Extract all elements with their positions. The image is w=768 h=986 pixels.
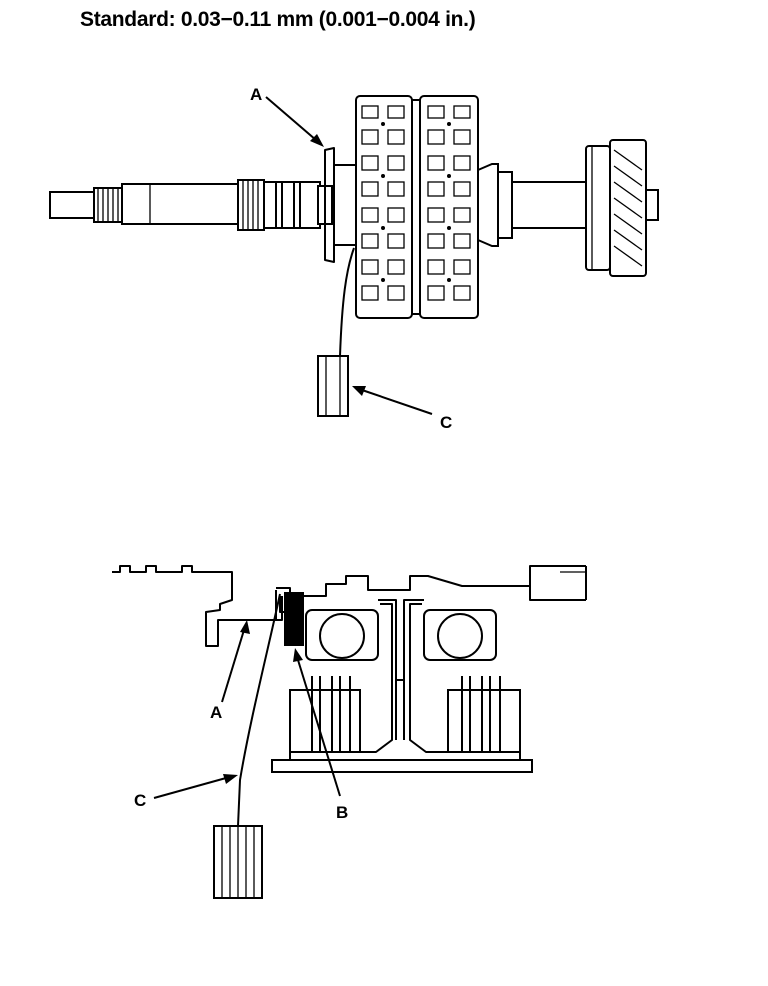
- gear-teeth: [613, 149, 643, 267]
- label-b-bottom: B: [336, 803, 348, 822]
- shaft-body: [121, 183, 241, 225]
- thrust-bearing-b: [284, 592, 304, 646]
- spec-standard-text: Standard: 0.03−0.11 mm (0.001−0.004 in.): [80, 8, 476, 31]
- gear-collar: [585, 145, 611, 271]
- center-hub-top: [378, 599, 424, 681]
- right-bearing-ball: [437, 613, 483, 659]
- left-clutch-pack: [289, 689, 361, 753]
- shaft-spline-2: [237, 179, 265, 231]
- thrust-washer-a-bottom: [275, 590, 283, 621]
- clutch-cross-section-figure: [112, 565, 587, 899]
- thrust-washer-a: [324, 147, 335, 263]
- top-housing: [276, 565, 586, 597]
- shaft-tip: [645, 189, 659, 221]
- clutch-drum-left: [355, 95, 413, 319]
- left-housing: [112, 565, 276, 647]
- hub-step: [497, 171, 513, 239]
- top-callouts: A C: [250, 85, 452, 432]
- clutch-drum-right: [419, 95, 479, 319]
- shaft-ring-grooves: [263, 181, 321, 229]
- label-c-bottom: C: [134, 791, 146, 810]
- feeler-gauge-blade-top: [339, 247, 355, 357]
- right-shaft: [511, 181, 587, 229]
- clutch-drum-tabs: [361, 105, 471, 301]
- label-a-top: A: [250, 85, 262, 104]
- feeler-gauge-handle-top: [317, 355, 349, 417]
- right-clutch-pack: [447, 689, 521, 753]
- feeler-gauge-blade-bottom: [237, 593, 281, 827]
- drum-hub: [477, 163, 499, 247]
- label-a-bottom: A: [210, 703, 222, 722]
- shaft-end: [49, 191, 97, 219]
- clutch-drum-holes: [381, 122, 451, 282]
- right-bearing: [423, 609, 497, 661]
- left-bearing-ball: [319, 613, 365, 659]
- bottom-callouts: A B C: [134, 620, 348, 822]
- shaft-assembly-figure: [49, 95, 659, 417]
- label-c-top: C: [440, 413, 452, 432]
- left-bearing: [305, 609, 379, 661]
- base-plate: [271, 759, 533, 773]
